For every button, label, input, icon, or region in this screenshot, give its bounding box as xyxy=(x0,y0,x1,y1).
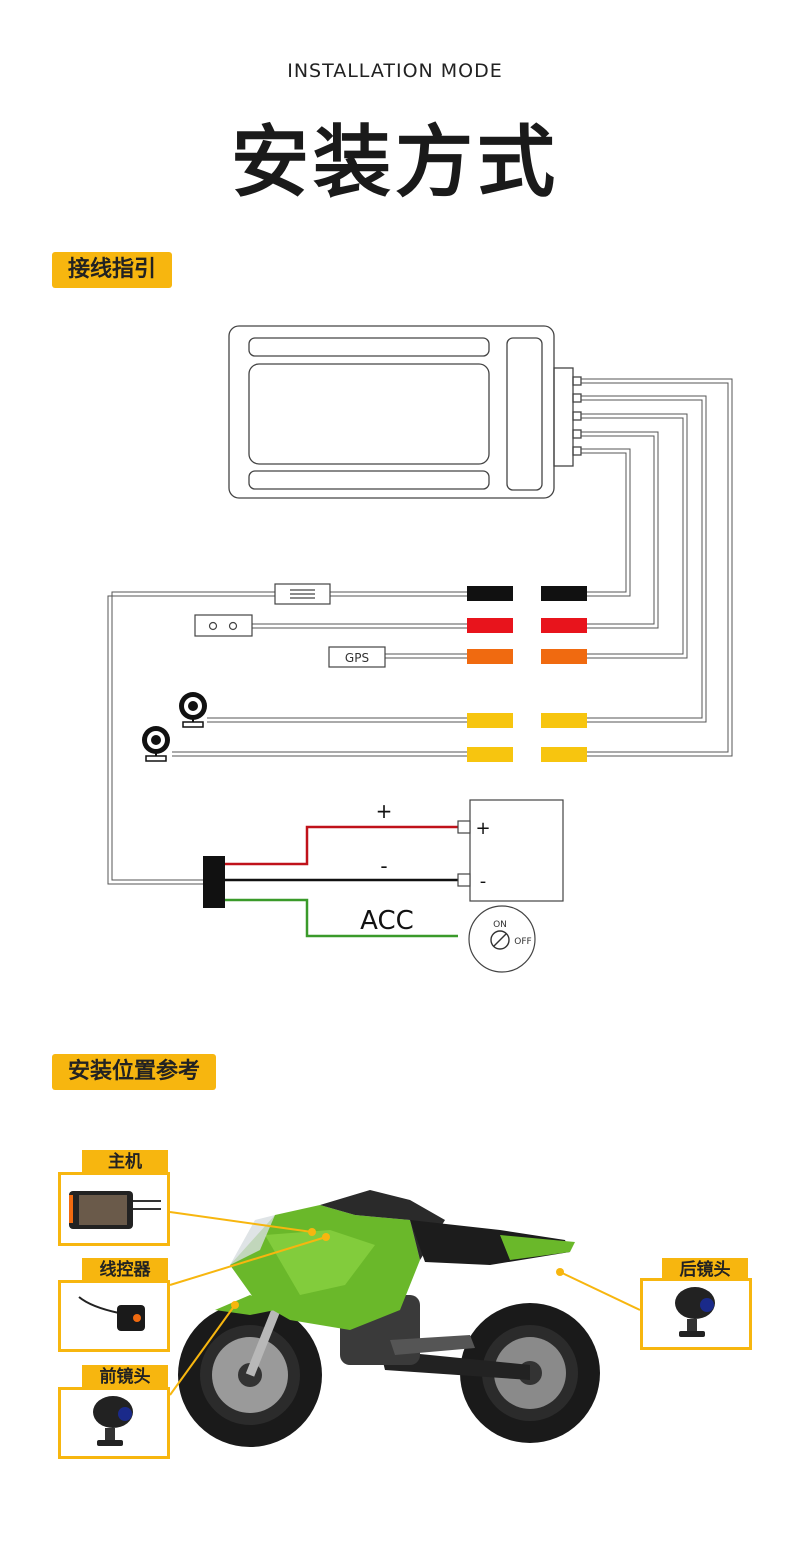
page-subtitle: INSTALLATION MODE xyxy=(287,60,503,82)
front-camera-image xyxy=(93,1396,133,1446)
connector-red-left xyxy=(467,618,513,633)
connector-black-right xyxy=(541,586,587,601)
gps-label: GPS xyxy=(345,651,369,665)
connectors xyxy=(467,586,587,762)
connector-red-right xyxy=(541,618,587,633)
ignition-switch: ON OFF xyxy=(468,905,536,973)
main-unit-drawing xyxy=(228,325,582,499)
remote-device-image xyxy=(78,1296,145,1331)
callout-lines xyxy=(169,1211,641,1396)
connector-yellow-2-right xyxy=(541,747,587,762)
rear-camera-image xyxy=(675,1287,715,1337)
callout-label-host: 主机 xyxy=(82,1150,168,1174)
battery-plus-label: + xyxy=(475,818,490,839)
connector-orange-left xyxy=(467,649,513,664)
page-title: 安装方式 xyxy=(230,118,559,208)
wiring-diagram: GPS + - ACC + - ON OFF xyxy=(107,325,733,973)
connector-orange-right xyxy=(541,649,587,664)
connector-yellow-2-left xyxy=(467,747,513,762)
switch-off-label: OFF xyxy=(514,937,531,947)
plus-label: + xyxy=(376,799,393,823)
unit-cables xyxy=(581,378,733,757)
remote-control-drawing xyxy=(194,614,253,637)
callout-box-front-cam xyxy=(58,1387,170,1459)
connector-yellow-1-right xyxy=(541,713,587,728)
minus-label: - xyxy=(380,854,387,878)
camera-icon xyxy=(142,726,170,762)
connector-black-left xyxy=(467,586,513,601)
section-tag-position: 安装位置参考 xyxy=(52,1054,217,1090)
battery-minus-label: - xyxy=(480,871,487,892)
connector-yellow-1-left xyxy=(467,713,513,728)
gps-module: GPS xyxy=(328,646,386,668)
callout-label-front-cam: 前镜头 xyxy=(82,1365,168,1389)
callout-box-rear-cam xyxy=(640,1278,752,1350)
fuse-holder xyxy=(274,583,331,605)
accessory-cables xyxy=(107,591,467,885)
wire-junction xyxy=(203,856,225,908)
section-tag-wiring: 接线指引 xyxy=(52,252,173,288)
battery-drawing: + - xyxy=(457,799,564,902)
callout-box-host xyxy=(58,1172,170,1246)
camera-icon xyxy=(179,692,207,728)
motorcycle-image xyxy=(178,1190,600,1447)
switch-on-label: ON xyxy=(493,920,507,930)
power-wires xyxy=(225,825,458,938)
callout-box-remote xyxy=(58,1280,170,1352)
callout-label-remote: 线控器 xyxy=(82,1258,168,1282)
host-device-image xyxy=(69,1191,161,1229)
acc-label: ACC xyxy=(360,906,414,936)
